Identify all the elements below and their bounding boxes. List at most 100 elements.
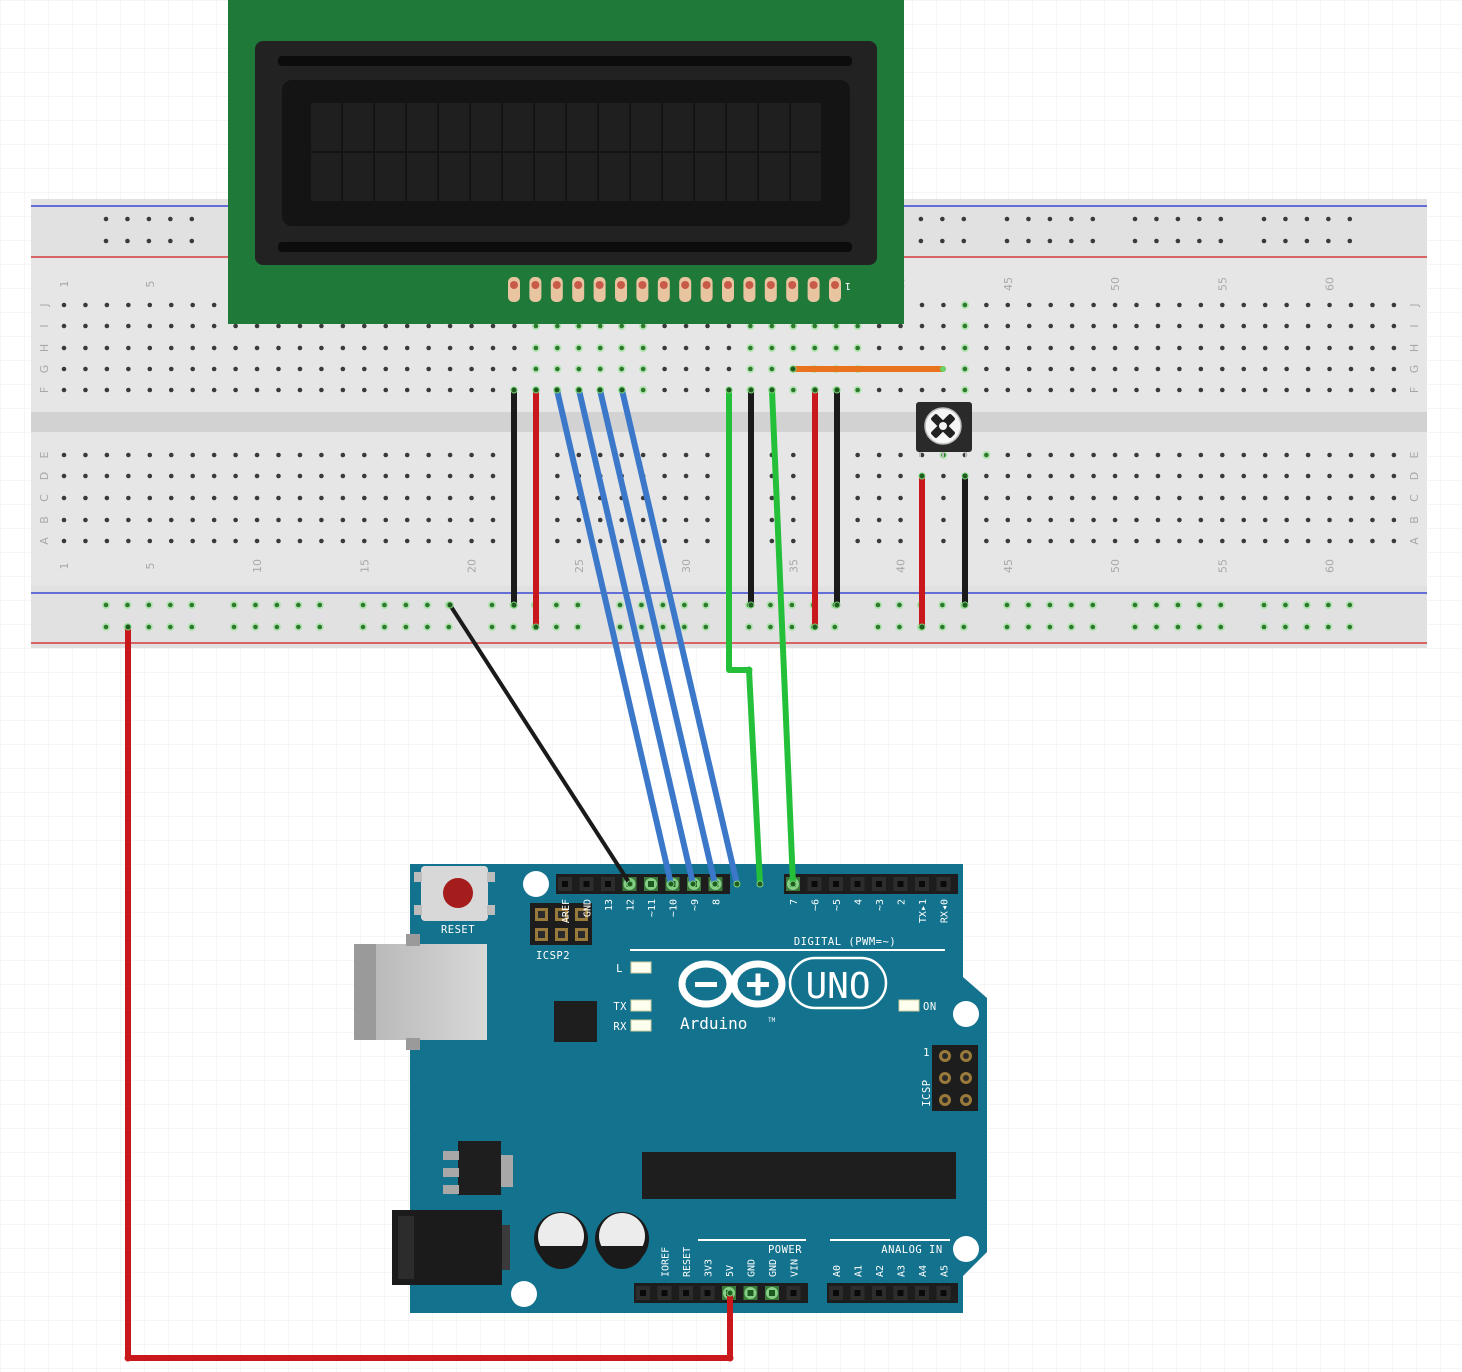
header-pin[interactable] — [790, 1290, 797, 1296]
breadboard-hole — [233, 323, 238, 329]
breadboard-hole — [1284, 323, 1289, 329]
breadboard-hole — [1069, 366, 1075, 372]
header-pin[interactable] — [940, 881, 947, 887]
header-pin[interactable] — [833, 1290, 839, 1296]
breadboard-hole — [1327, 452, 1332, 458]
header-pin[interactable] — [854, 881, 861, 887]
breadboard-hole — [984, 538, 989, 544]
lcd-char-cell — [695, 153, 725, 201]
breadboard-hole — [1391, 366, 1397, 372]
header-pin[interactable] — [854, 1290, 861, 1296]
breadboard-hole — [104, 323, 110, 329]
header-pin[interactable] — [833, 881, 839, 887]
breadboard-hole — [662, 452, 667, 458]
breadboard-hole — [1134, 302, 1139, 308]
header-pin[interactable] — [683, 1290, 689, 1296]
pin-label: ~11 — [647, 899, 658, 917]
pin-label: A5 — [940, 1265, 951, 1277]
breadboard-hole — [426, 387, 431, 393]
breadboard-hole — [1370, 387, 1375, 393]
digital-header-label: DIGITAL (PWM=~) — [794, 936, 896, 948]
header-pin[interactable] — [583, 881, 590, 887]
breadboard-hole — [447, 452, 453, 458]
wire-d8-lcd-d6[interactable] — [726, 387, 763, 887]
header-pin[interactable] — [876, 881, 882, 887]
breadboard-hole — [1198, 452, 1204, 458]
header-pin[interactable] — [661, 1290, 668, 1296]
breadboard-hole — [83, 495, 88, 501]
breadboard-hole — [876, 538, 882, 544]
header-pin[interactable] — [747, 1290, 754, 1296]
wire-5v-to-rail[interactable] — [125, 624, 733, 1361]
breadboard-hole — [898, 345, 903, 351]
breadboard-hole — [1262, 538, 1268, 544]
rail-hole — [1283, 238, 1288, 244]
rail-hole — [1026, 216, 1031, 222]
breadboard-hole — [597, 452, 603, 458]
column-number: 1 — [58, 563, 71, 570]
breadboard-hole — [1026, 473, 1032, 479]
breadboard-hole — [791, 517, 796, 523]
usb-b-connector — [354, 944, 487, 1040]
breadboard-hole — [769, 366, 775, 372]
breadboard-hole — [1305, 323, 1311, 329]
lcd-char-cell — [759, 153, 789, 201]
breadboard-hole — [919, 387, 925, 393]
wire-endpoint — [711, 880, 719, 888]
header-pin[interactable] — [704, 1290, 711, 1296]
header-pin[interactable] — [919, 1290, 925, 1296]
wire-d9-lcd-d5[interactable] — [619, 387, 740, 887]
breadboard-hole — [447, 366, 453, 372]
breadboard-hole — [340, 473, 346, 479]
breadboard-hole — [1134, 387, 1139, 393]
breadboard-hole — [1005, 366, 1011, 372]
breadboard-hole — [1177, 302, 1182, 308]
wire-d11-lcd-en[interactable] — [576, 387, 696, 887]
wire-d10-lcd-d4[interactable] — [597, 387, 718, 887]
header-pin[interactable] — [648, 881, 654, 887]
breadboard-hole — [683, 387, 689, 393]
rail-hole — [1004, 624, 1010, 630]
wire-gnd-to-rail[interactable] — [448, 603, 632, 886]
mounting-hole — [511, 1281, 537, 1307]
breadboard-hole — [276, 387, 281, 393]
header-pin[interactable] — [897, 1290, 904, 1296]
potentiometer[interactable]: 104 — [916, 402, 972, 457]
mounting-hole — [523, 871, 549, 897]
breadboard-hole — [1370, 345, 1375, 351]
breadboard-hole — [147, 517, 153, 523]
breadboard-hole — [791, 452, 796, 458]
header-pin[interactable] — [919, 881, 925, 887]
breadboard-hole — [233, 538, 238, 544]
header-pin[interactable] — [940, 1290, 947, 1296]
reset-label: RESET — [441, 924, 475, 936]
breadboard-hole — [726, 323, 732, 329]
icsp-label: ICSP — [921, 1079, 933, 1106]
lcd-char-cell — [471, 103, 501, 151]
wire-d12-lcd-rs[interactable] — [554, 387, 674, 887]
breadboard-hole — [126, 452, 131, 458]
lcd-character-cells — [311, 103, 821, 201]
reset-button[interactable] — [443, 878, 473, 908]
rail-hole — [1347, 238, 1353, 244]
wire-d7-lcd-d7[interactable] — [769, 387, 796, 887]
rail-hole — [168, 602, 173, 608]
breadboard-hole — [126, 517, 131, 523]
header-pin[interactable] — [640, 1290, 646, 1296]
breadboard-hole — [404, 366, 410, 372]
capacitor — [534, 1212, 588, 1269]
breadboard-hole — [211, 323, 217, 329]
breadboard-hole — [147, 387, 153, 393]
breadboard-hole — [190, 452, 195, 458]
breadboard-hole — [1026, 302, 1032, 308]
breadboard-hole — [297, 495, 303, 501]
wire-endpoint — [596, 386, 604, 394]
header-pin[interactable] — [769, 1290, 775, 1296]
header-pin[interactable] — [605, 881, 611, 887]
header-pin[interactable] — [811, 881, 818, 887]
header-pin[interactable] — [562, 881, 568, 887]
header-pin[interactable] — [876, 1290, 882, 1296]
rail-hole — [360, 624, 366, 630]
header-pin[interactable] — [897, 881, 904, 887]
breadboard-hole — [555, 452, 560, 458]
